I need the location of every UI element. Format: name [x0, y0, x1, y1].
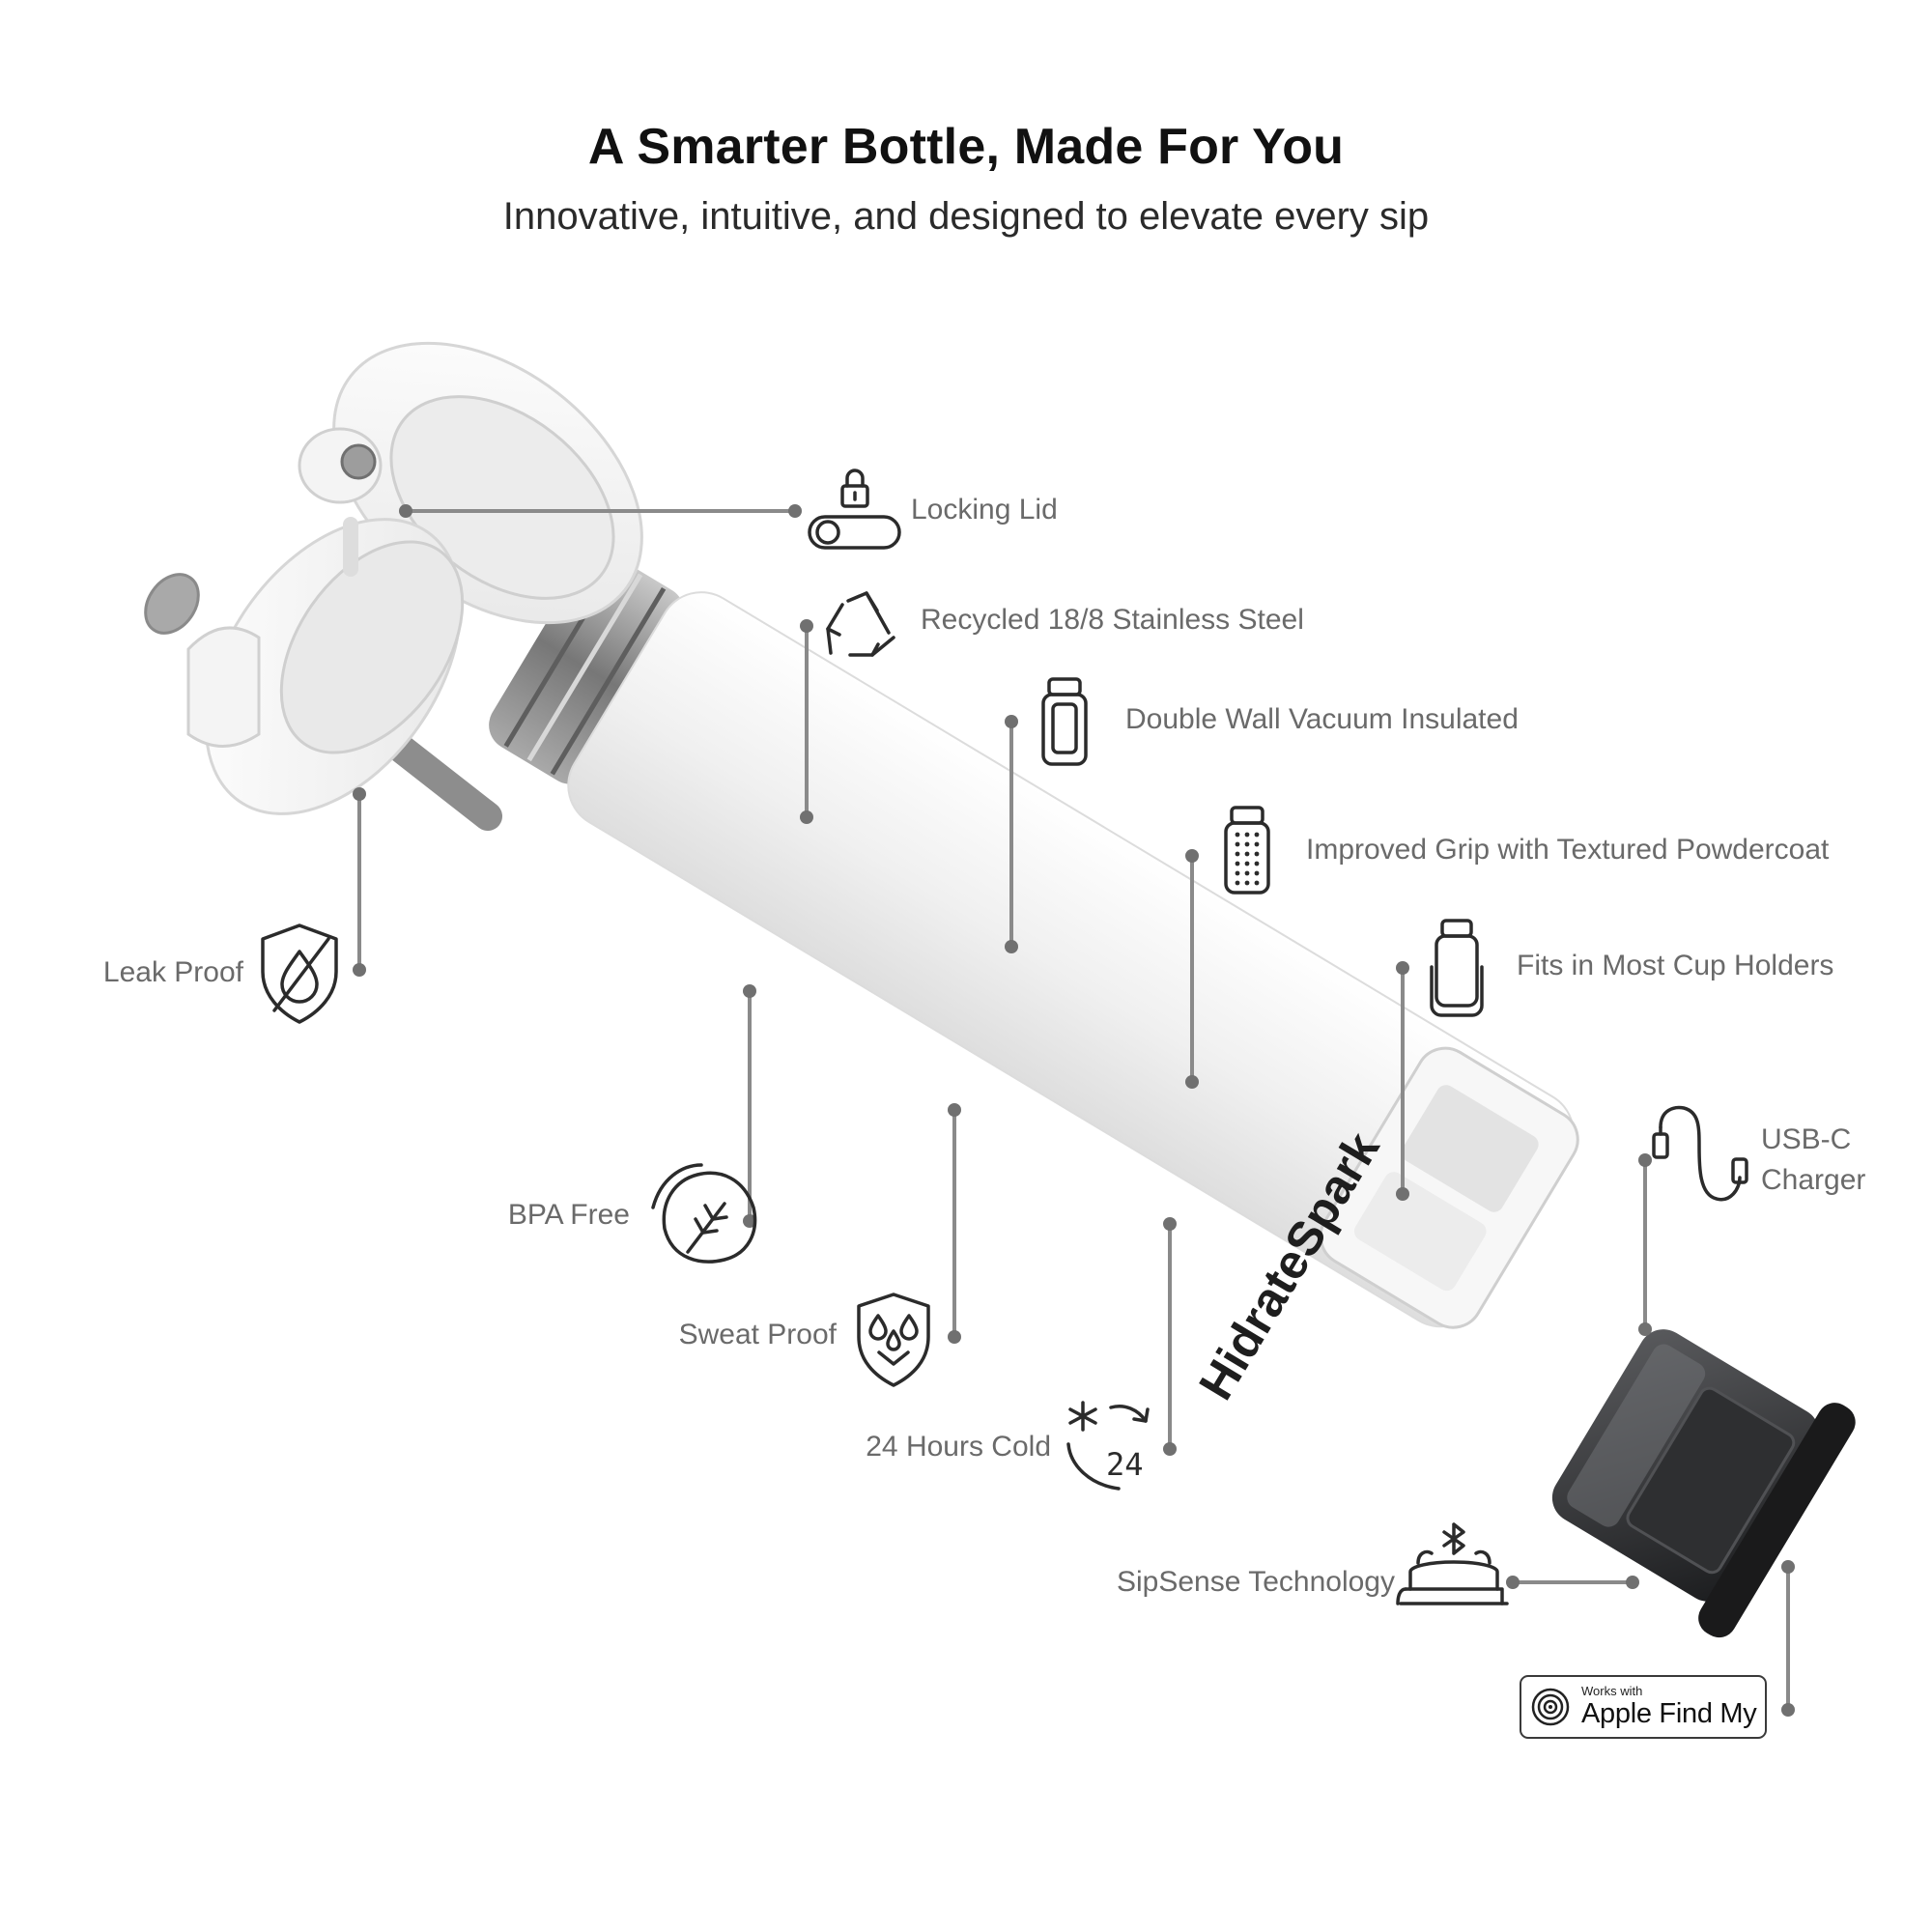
sipsense-icon: [1396, 1522, 1509, 1605]
find-my-big-text: Apple Find My: [1581, 1698, 1757, 1729]
recycle-icon: [826, 591, 895, 657]
leak-proof-icon: [261, 923, 338, 1024]
callout-lines: [353, 504, 1795, 1717]
cold-24h-icon-number: 24: [1106, 1446, 1144, 1483]
page-subtitle: Innovative, intuitive, and designed to e…: [502, 195, 1430, 238]
grip-texture: [1235, 832, 1260, 886]
label-cup-holders: Fits in Most Cup Holders: [1517, 950, 1834, 981]
locking-lid-icon: [808, 469, 901, 550]
page-title: A Smarter Bottle, Made For You: [587, 119, 1345, 175]
cup-holder-icon: [1430, 919, 1484, 1017]
smart-base: [1551, 1329, 1856, 1638]
label-improved-grip: Improved Grip with Textured Powdercoat: [1306, 834, 1830, 866]
grip-icon: [1224, 806, 1270, 895]
bottle-body: HidrateSpark: [489, 553, 1579, 1408]
label-sweat-proof: Sweat Proof: [678, 1319, 837, 1350]
label-sipsense: SipSense Technology: [1117, 1566, 1395, 1598]
find-my-badge: Works with Apple Find My: [1520, 1675, 1767, 1739]
sweat-proof-icon: [857, 1293, 930, 1387]
label-locking-lid: Locking Lid: [911, 494, 1058, 526]
find-my-small-text: Works with: [1581, 1684, 1643, 1698]
label-bpa-free: BPA Free: [507, 1199, 630, 1231]
mouthpiece: [144, 573, 200, 635]
find-my-icon: [1531, 1688, 1570, 1726]
lid-button: [340, 443, 377, 480]
bottle-sleeve: [1319, 1046, 1579, 1329]
label-usb-c-line2: Charger: [1761, 1164, 1866, 1196]
double-wall-icon: [1041, 677, 1088, 766]
cold-24h-icon: [1066, 1401, 1150, 1491]
bpa-free-icon: [651, 1163, 757, 1264]
label-double-wall: Double Wall Vacuum Insulated: [1125, 703, 1519, 735]
label-usb-c-line1: USB-C: [1761, 1123, 1852, 1155]
usb-c-icon: [1652, 1105, 1748, 1202]
label-leak-proof: Leak Proof: [102, 956, 243, 988]
label-hours-cold: 24 Hours Cold: [866, 1431, 1051, 1463]
label-recycled-steel: Recycled 18/8 Stainless Steel: [921, 604, 1304, 636]
lid-base: [144, 517, 465, 815]
